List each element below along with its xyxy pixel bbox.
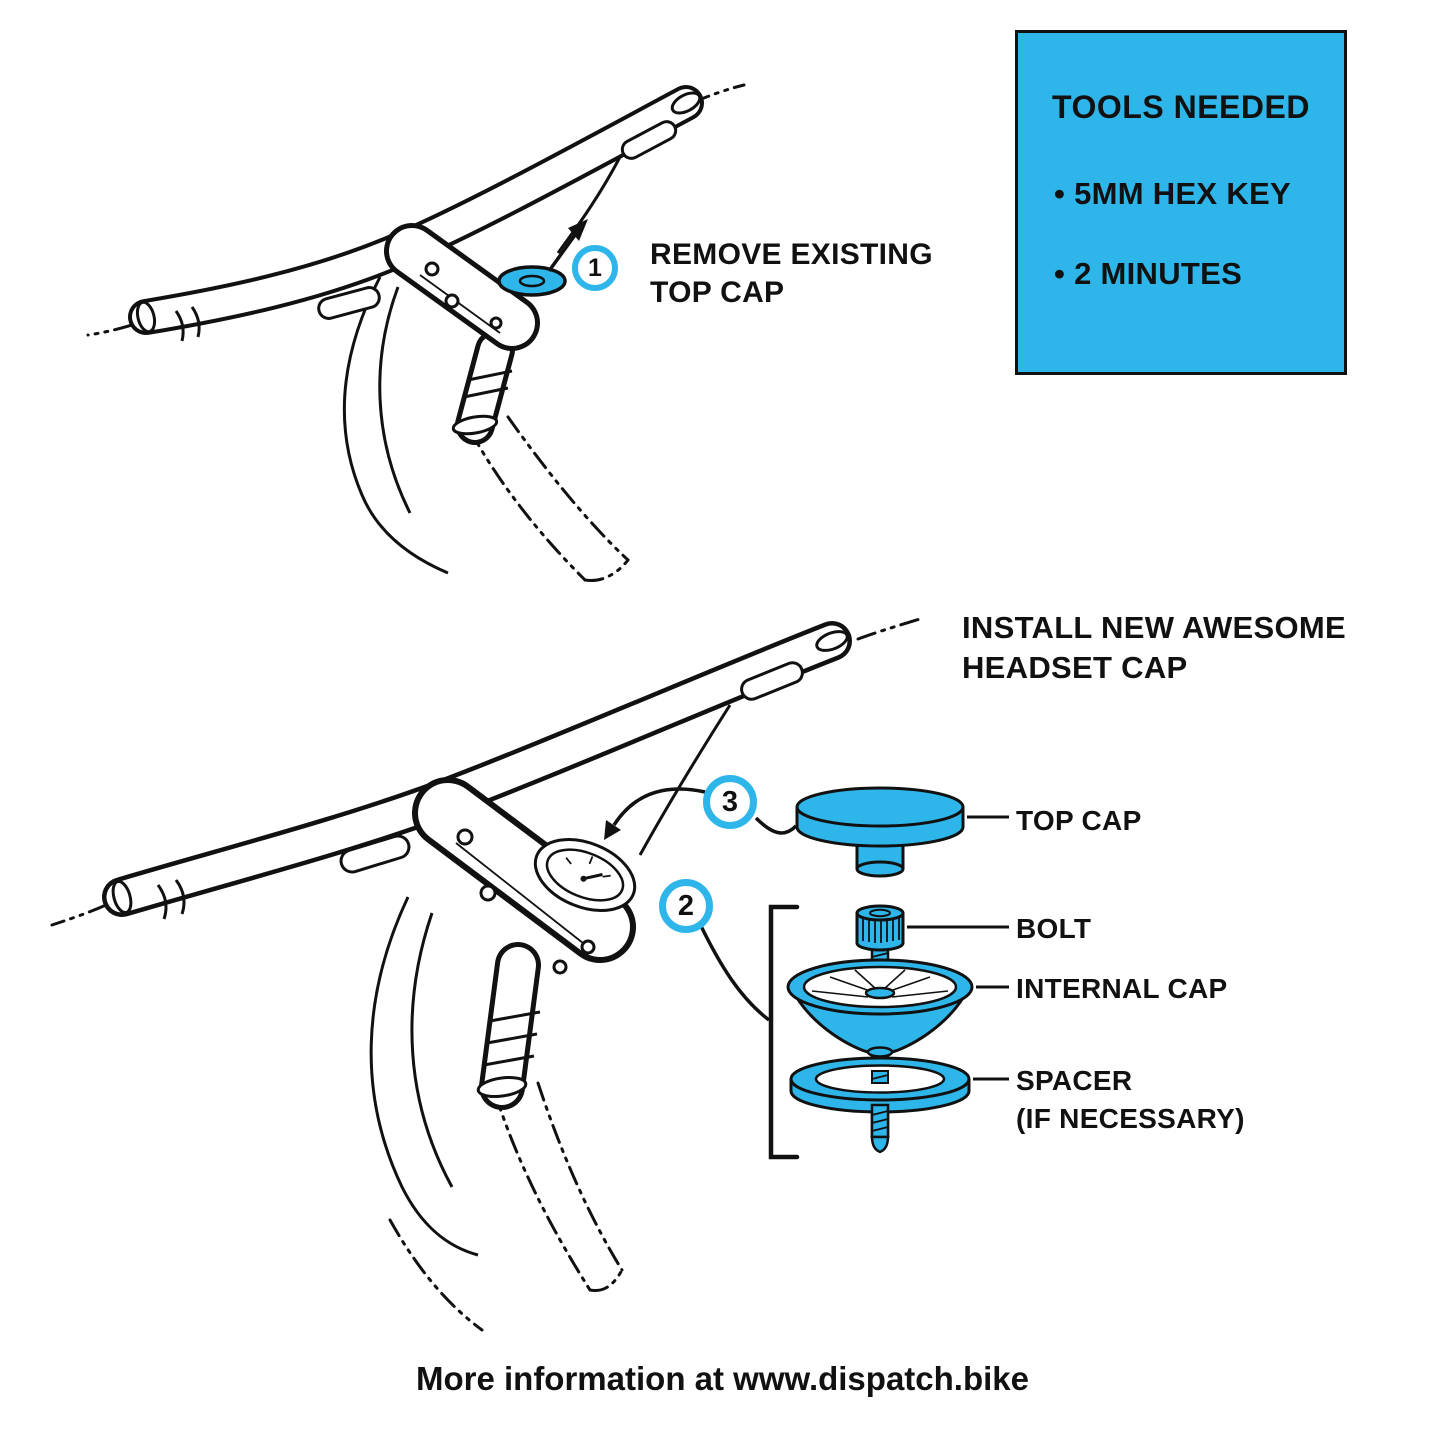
bracket bbox=[768, 904, 800, 1160]
step-3-label-line1: INSTALL NEW AWESOME bbox=[962, 610, 1347, 645]
step-1-label: REMOVE EXISTING TOP CAP bbox=[650, 236, 933, 312]
bolt-shaft-tip bbox=[870, 1103, 890, 1154]
step-3-label: INSTALL NEW AWESOME HEADSET CAP bbox=[962, 608, 1346, 688]
internal-cap-part bbox=[786, 958, 974, 1058]
stem-gauge bbox=[533, 838, 637, 912]
step-2-number: 2 bbox=[677, 889, 695, 922]
tools-box-title: TOOLS NEEDED bbox=[1052, 89, 1310, 125]
step-1-label-line2: TOP CAP bbox=[650, 276, 785, 309]
stem-cluster bbox=[412, 777, 637, 975]
bike-illustration-install-cap bbox=[50, 617, 922, 1332]
step-3-number: 3 bbox=[721, 785, 739, 818]
tools-box-item-hex-key: • 5MM HEX KEY bbox=[1054, 176, 1291, 211]
frame-phantom-lines bbox=[50, 617, 922, 1332]
steerer-tube bbox=[451, 330, 515, 445]
existing-top-cap bbox=[497, 265, 567, 297]
part-label-bolt: BOLT bbox=[1016, 913, 1092, 944]
part-label-spacer-line1: SPACER bbox=[1016, 1065, 1133, 1096]
handlebar bbox=[128, 85, 704, 342]
step-2-badge: 2 bbox=[659, 879, 713, 933]
step-1-label-line1: REMOVE EXISTING bbox=[650, 238, 933, 271]
part-label-spacer: SPACER (IF NECESSARY) bbox=[1016, 1062, 1245, 1138]
tools-box-item-minutes: • 2 MINUTES bbox=[1054, 256, 1243, 291]
step-3-label-line2: HEADSET CAP bbox=[962, 650, 1188, 685]
step-1-badge: 1 bbox=[572, 245, 618, 291]
bolt-part bbox=[855, 904, 905, 952]
part-label-top-cap: TOP CAP bbox=[1016, 805, 1142, 836]
tools-needed-box: TOOLS NEEDED • 5MM HEX KEY • 2 MINUTES bbox=[1015, 30, 1347, 375]
bike-illustration-remove-cap bbox=[86, 83, 746, 583]
frame-phantom-lines bbox=[86, 83, 746, 583]
exploded-parts-diagram bbox=[768, 786, 1009, 1160]
cables bbox=[369, 704, 732, 1257]
steerer-tube bbox=[476, 942, 541, 1110]
part-label-internal-cap: INTERNAL CAP bbox=[1016, 973, 1228, 1004]
part-label-spacer-line2: (IF NECESSARY) bbox=[1016, 1103, 1245, 1134]
spacer-part bbox=[789, 1056, 971, 1114]
footer-text: More information at www.dispatch.bike bbox=[415, 1360, 1029, 1397]
top-cap-part bbox=[795, 786, 965, 878]
step-3-badge: 3 bbox=[703, 775, 757, 829]
label-leader-lines bbox=[907, 815, 1009, 1081]
step-1-number: 1 bbox=[588, 253, 602, 282]
stem-cluster bbox=[384, 223, 540, 351]
